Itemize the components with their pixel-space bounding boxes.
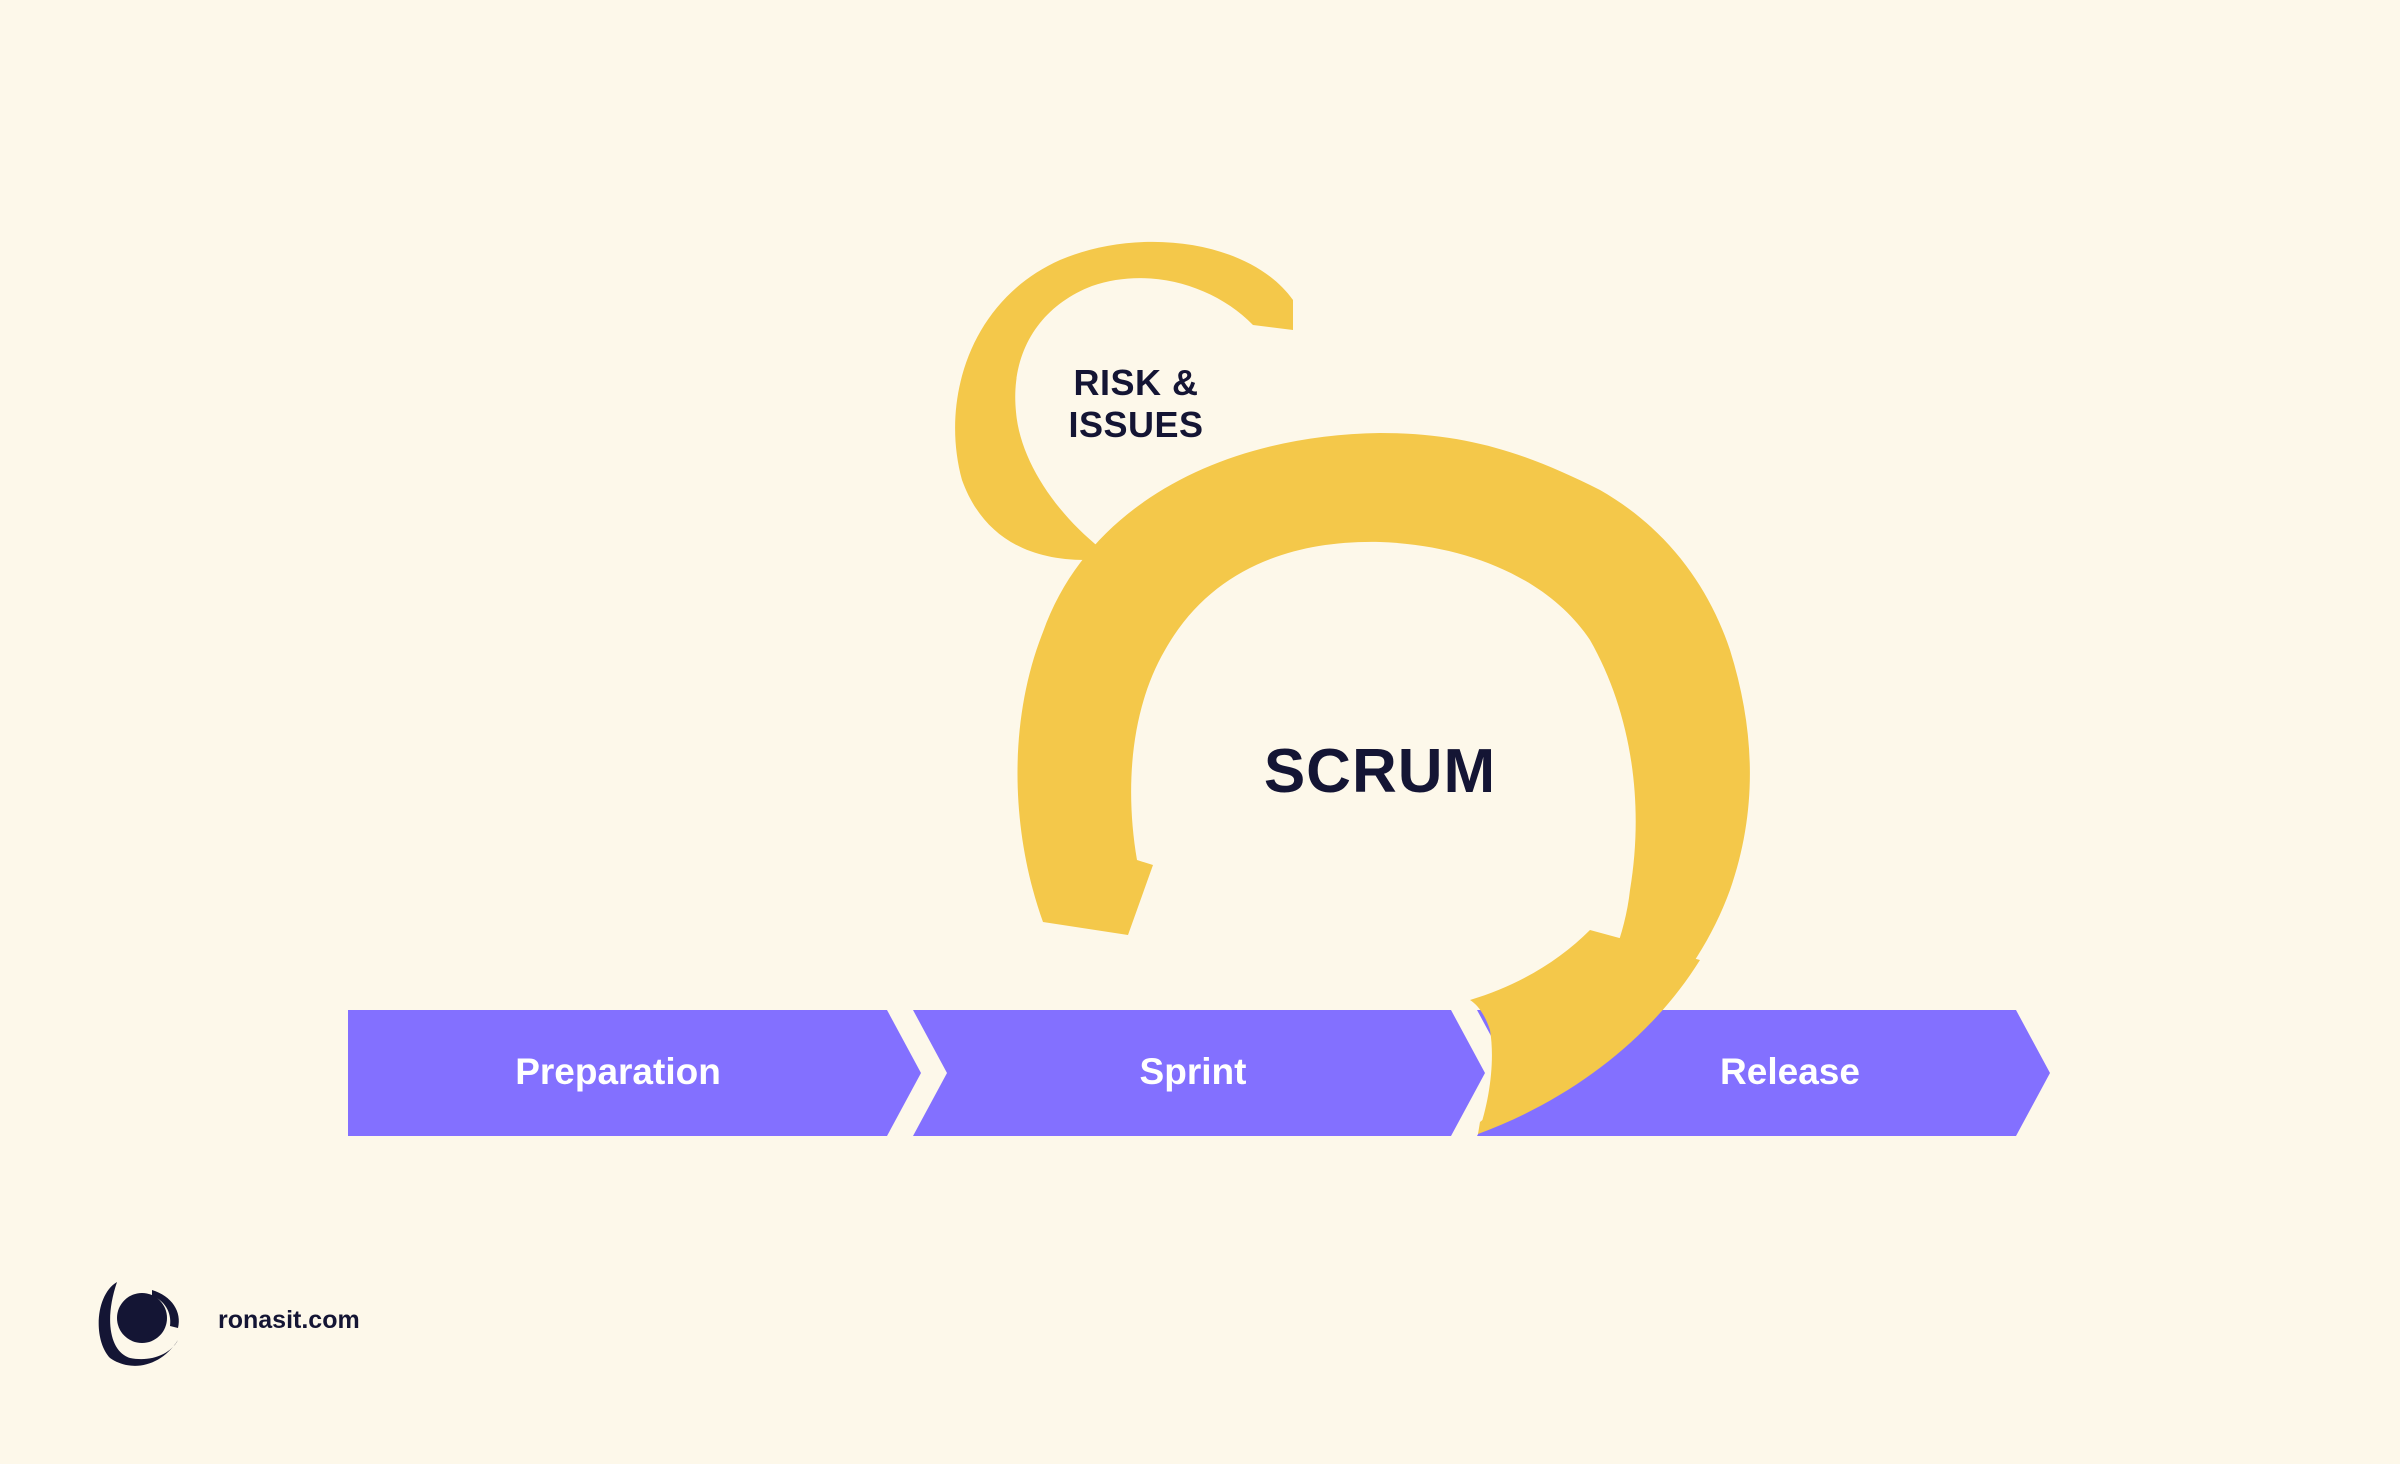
step-label-preparation: Preparation [515, 1051, 721, 1092]
scrum-label: SCRUM [1263, 737, 1497, 806]
step-label-sprint: Sprint [1139, 1051, 1247, 1092]
process-step-sprint-shape [913, 1010, 1485, 1136]
scrum-loop [1017, 433, 1750, 1134]
process-step-preparation-shape [348, 1010, 921, 1136]
brand-url: ronasit.com [218, 1306, 360, 1334]
risk-issues-label-line-1: RISK & [1073, 362, 1199, 403]
risk-issues-label-line-2: ISSUES [1068, 404, 1204, 445]
scrum-loop-tail [1470, 930, 1700, 1134]
risk-issues-loop [955, 241, 1293, 560]
step-label-release: Release [1720, 1051, 1860, 1092]
planet-orbit-icon [98, 1282, 179, 1366]
